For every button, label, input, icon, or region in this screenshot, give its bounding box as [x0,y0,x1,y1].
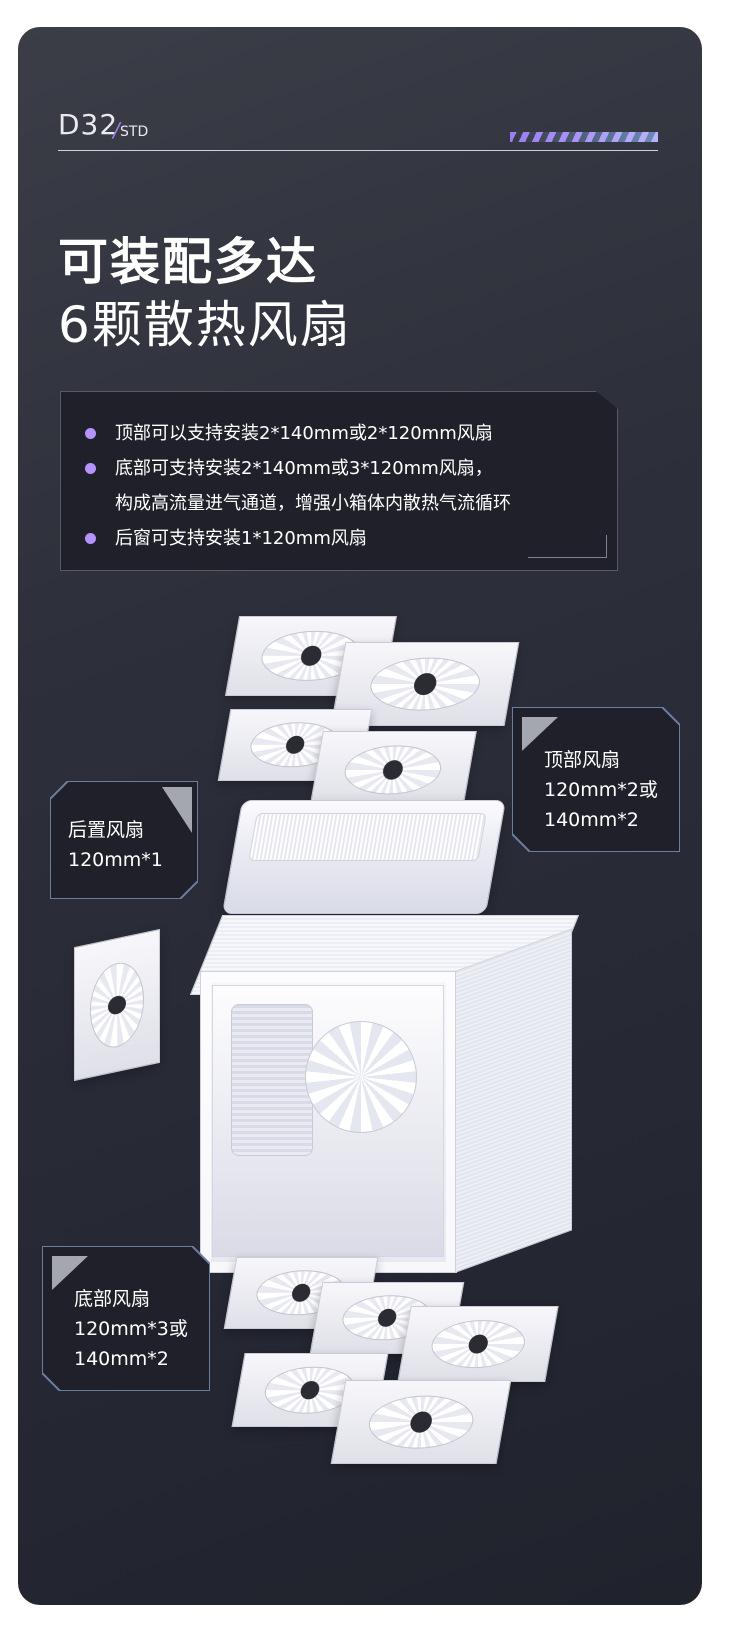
case-side [455,928,572,1273]
feature-item: 顶部可以支持安装2*140mm或2*120mm风扇 [85,416,595,451]
bullet-icon [85,533,96,544]
feature-box: 顶部可以支持安装2*140mm或2*120mm风扇 底部可支持安装2*140mm… [60,391,618,571]
decorative-stripes [510,132,658,142]
headline-line-1: 可装配多达 [58,233,318,291]
case-glass-window [212,985,444,1257]
callout-title: 底部风扇 [74,1288,151,1310]
model-slash: / [113,118,120,142]
bullet-icon [85,428,96,439]
feature-item: 底部可支持安装2*140mm或3*120mm风扇， [85,451,595,486]
callout-text: 顶部风扇 120mm*2或 140mm*2 [544,745,658,835]
feature-item-continuation: 构成高流量进气通道，增强小箱体内散热气流循环 [85,486,595,521]
feature-item: 后窗可支持安装1*120mm风扇 [85,521,595,556]
feature-text: 后窗可支持安装1*120mm风扇 [115,528,367,549]
model-variant: STD [120,124,149,140]
bottom-fan-callout: 底部风扇 120mm*3或 140mm*2 [42,1246,210,1391]
callout-detail-1: 120mm*2或 [544,779,658,801]
rear-fan-callout: 后置风扇 120mm*1 [50,781,198,899]
radiator [221,800,507,914]
rear-fan [74,928,160,1082]
callout-title: 后置风扇 [68,819,145,841]
header-divider [58,150,658,151]
top-fan-callout: 顶部风扇 120mm*2或 140mm*2 [512,707,680,852]
callout-title: 顶部风扇 [544,749,621,771]
callout-frame [42,1246,210,1391]
callout-text: 底部风扇 120mm*3或 140mm*2 [74,1284,188,1374]
feature-text: 构成高流量进气通道，增强小箱体内散热气流循环 [115,493,511,514]
top-fan-front-right [309,731,477,809]
callout-detail-2: 140mm*2 [74,1348,169,1370]
callout-detail-2: 140mm*2 [544,809,639,831]
feature-list: 顶部可以支持安装2*140mm或2*120mm风扇 底部可支持安装2*140mm… [85,416,595,556]
callout-frame [512,707,680,852]
bottom-fan-5 [330,1380,512,1464]
bottom-fan-3 [397,1306,559,1382]
pc-case-illustration [189,915,580,1290]
callout-text: 后置风扇 120mm*1 [68,815,163,875]
model-name: D32 [58,108,119,141]
callout-detail-1: 120mm*3或 [74,1318,188,1340]
callout-frame [50,781,198,899]
callout-detail: 120mm*1 [68,849,163,871]
feature-text: 顶部可以支持安装2*140mm或2*120mm风扇 [115,423,493,444]
bullet-icon [85,463,96,474]
feature-text: 底部可支持安装2*140mm或3*120mm风扇， [115,458,493,479]
decorative-bracket [528,535,607,558]
model-header: D32 / STD [58,108,658,154]
headline-line-2: 6颗散热风扇 [58,296,352,354]
